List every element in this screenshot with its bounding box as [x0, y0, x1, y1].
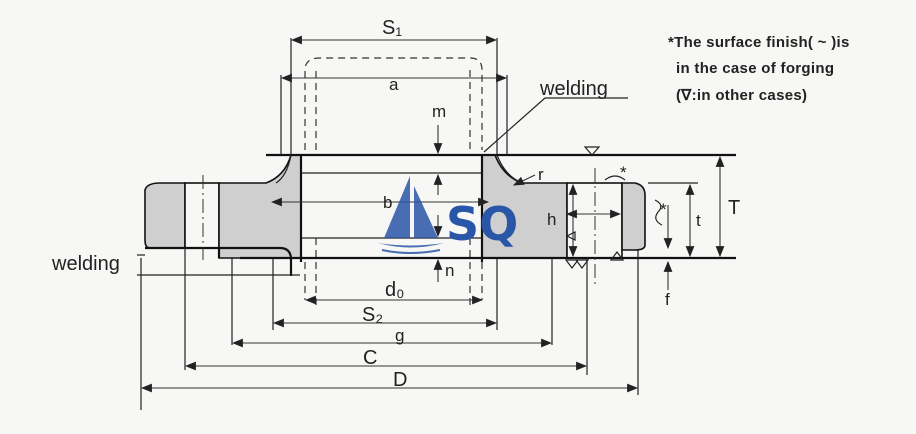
flange-right-ring — [621, 182, 646, 251]
label-asterisk: * — [620, 163, 627, 182]
label-m: m — [432, 102, 446, 121]
label-asterisk-left: * — [660, 200, 667, 219]
label-h: h — [547, 210, 556, 229]
label-f: f — [665, 290, 670, 309]
label-t-small: t — [696, 211, 701, 230]
label-d0: d₀ — [385, 279, 404, 301]
note-line-3: (∇:in other cases) — [676, 87, 807, 104]
label-d: D — [393, 369, 407, 391]
left-bolt-hole — [184, 182, 220, 249]
label-t-big: T — [728, 197, 740, 219]
flange-left-body — [218, 154, 302, 259]
label-a: a — [389, 75, 399, 94]
label-s1: S₁ — [382, 17, 402, 39]
label-g: g — [395, 326, 404, 345]
surface-finish-triangle-icon — [583, 146, 601, 156]
welding-label-left: welding — [51, 253, 120, 275]
label-b: b — [383, 193, 392, 212]
flange-left-ring — [144, 182, 186, 249]
welding-label-top: welding — [539, 78, 608, 100]
label-s2: S₂ — [362, 304, 383, 326]
watermark-text: SQ — [446, 197, 518, 251]
note-line-2: in the case of forging — [676, 60, 834, 77]
note-line-1: *The surface finish( ~ )is — [668, 34, 850, 51]
label-n: n — [445, 261, 454, 280]
label-r: r — [538, 165, 544, 184]
sailboat-logo-icon — [378, 176, 444, 254]
label-c: C — [363, 347, 377, 369]
